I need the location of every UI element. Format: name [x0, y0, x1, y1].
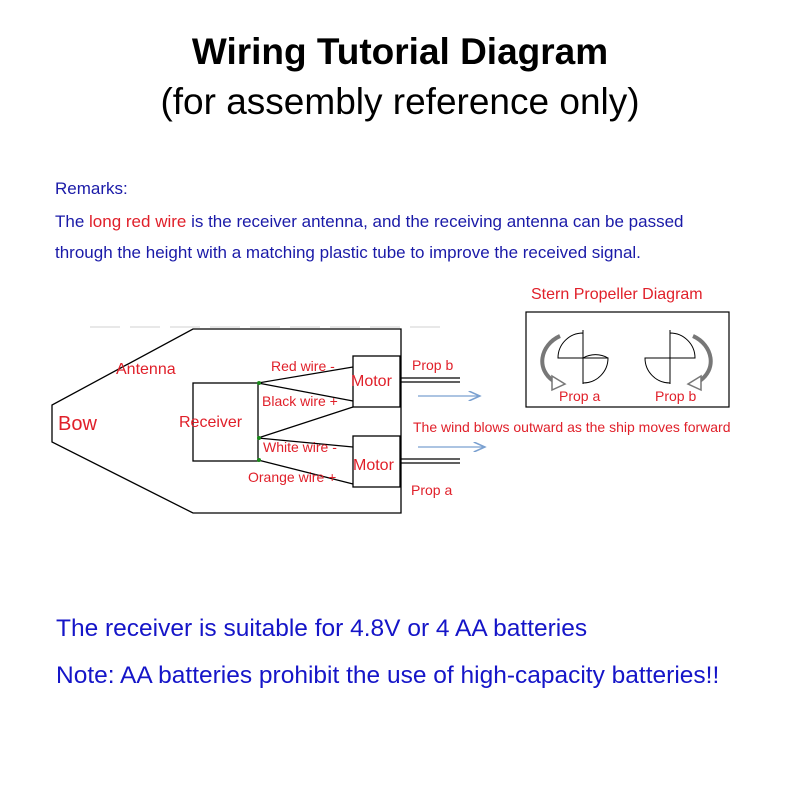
- red-wire-label: Red wire -: [271, 358, 335, 374]
- white-wire: [257, 437, 354, 448]
- motor-bottom-box: [352, 435, 401, 488]
- motor-top-label: Motor: [351, 373, 393, 390]
- remarks-line-1: The long red wire is the receiver antenn…: [55, 211, 795, 233]
- antenna-label: Antenna: [116, 361, 176, 378]
- red-wire: [257, 366, 354, 384]
- orange-wire-label: Orange wire +: [248, 469, 336, 485]
- prop-b-icon: [644, 330, 713, 392]
- stern-diagram-box: [525, 311, 730, 408]
- stern-prop-a-label: Prop a: [559, 388, 600, 404]
- receiver-label: Receiver: [179, 414, 243, 431]
- connector-dot: [257, 381, 261, 385]
- prop-a-label: Prop a: [411, 482, 452, 498]
- remarks-line-1-pre: The: [55, 212, 90, 231]
- stern-prop-b-label: Prop b: [655, 388, 696, 404]
- remarks-line-1-highlight: long red wire: [89, 212, 187, 231]
- hull-outline: [51, 328, 402, 514]
- connector-dot: [257, 458, 261, 462]
- prop-b-label: Prop b: [412, 357, 453, 373]
- wind-note: The wind blows outward as the ship moves…: [413, 419, 730, 435]
- battery-note: The receiver is suitable for 4.8V or 4 A…: [56, 615, 588, 642]
- warning-note: Note: AA batteries prohibit the use of h…: [56, 662, 720, 689]
- connector-dot: [257, 436, 261, 440]
- white-wire-label: White wire -: [263, 439, 337, 455]
- remarks-heading: Remarks:: [55, 179, 128, 198]
- cross-wire: [257, 406, 354, 439]
- black-wire-label: Black wire +: [262, 393, 338, 409]
- orange-wire: [257, 459, 354, 485]
- stern-diagram-title: Stern Propeller Diagram: [531, 286, 703, 303]
- remarks-line-1-post: is the receiver antenna, and the receivi…: [186, 212, 684, 231]
- receiver-box: [192, 382, 259, 462]
- bow-label: Bow: [58, 413, 97, 435]
- prop-a-icon: [540, 330, 609, 392]
- page-title: Wiring Tutorial Diagram: [191, 31, 609, 72]
- remarks-line-2: through the height with a matching plast…: [55, 243, 641, 262]
- black-wire: [257, 382, 354, 402]
- page-subtitle: (for assembly reference only): [160, 81, 640, 122]
- motor-bottom-label: Motor: [353, 457, 395, 474]
